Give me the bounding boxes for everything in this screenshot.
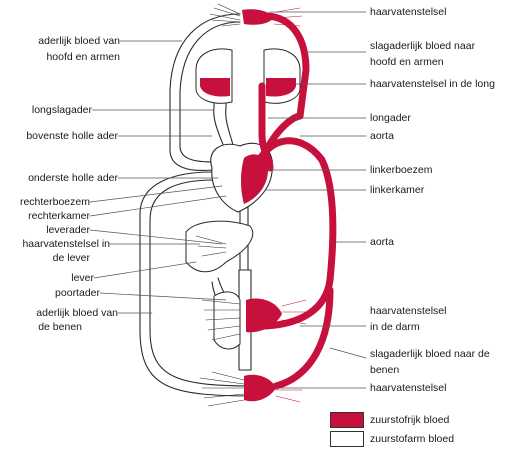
legend-swatch-oxygen-rich — [330, 412, 364, 428]
label-slagaderlijk-benen-1: slagaderlijk bloed naar de — [370, 348, 490, 360]
legend-swatch-oxygen-poor — [330, 431, 364, 447]
label-bovenste-holle-ader: bovenste holle ader — [26, 130, 118, 142]
label-rechterboezem: rechterboezem — [19, 196, 90, 208]
label-longader: longader — [370, 112, 411, 124]
venous-vessels — [139, 13, 259, 397]
gut-bed — [213, 291, 241, 350]
label-haarvaten-lever-2: de lever — [52, 252, 90, 264]
label-linkerboezem: linkerboezem — [370, 164, 433, 176]
label-leverader: leverader — [46, 224, 90, 236]
label-longslagader: longslagader — [31, 104, 92, 116]
label-haarvaten-darm-2: in de darm — [370, 321, 420, 333]
label-aderlijk-benen-1: aderlijk bloed van — [36, 307, 118, 319]
label-aderlijk-benen-2: de benen — [38, 321, 82, 333]
legend-label-oxygen-rich: zuurstofrijk bloed — [370, 414, 450, 426]
label-linkerkamer: linkerkamer — [370, 184, 425, 196]
leader-lines — [89, 11, 367, 389]
label-slagaderlijk-benen-2: benen — [370, 364, 400, 376]
label-slagaderlijk-hoofd-1: slagaderlijk bloed naar — [370, 40, 476, 52]
label-haarvaten-bottom: haarvatenstelsel — [370, 382, 447, 394]
label-onderste-holle-ader: onderste holle ader — [28, 172, 118, 184]
label-slagaderlijk-hoofd-2: hoofd en armen — [370, 56, 444, 68]
arterial-vessels — [248, 12, 337, 390]
label-aorta-1: aorta — [370, 130, 394, 142]
liver — [185, 220, 254, 273]
label-aderlijk-hoofd-1: aderlijk bloed van — [38, 35, 120, 47]
label-lever: lever — [71, 272, 94, 284]
label-aorta-2: aorta — [370, 236, 394, 248]
capillary-lines-red — [273, 7, 309, 403]
label-poortader: poortader — [55, 287, 100, 299]
label-haarvaten-long: haarvatenstelsel in de long — [370, 78, 495, 90]
legend-label-oxygen-poor: zuurstofarm bloed — [370, 433, 455, 445]
label-aderlijk-hoofd-2: hoofd en armen — [46, 51, 120, 63]
label-haarvaten-darm-1: haarvatenstelsel — [370, 305, 447, 317]
red-fills — [200, 9, 296, 402]
label-haarvaten-lever-1: haarvatenstelsel in — [22, 238, 110, 250]
label-rechterkamer: rechterkamer — [28, 210, 90, 222]
capillary-lines — [195, 3, 245, 407]
label-haarvaten-top: haarvatenstelsel — [370, 6, 447, 18]
